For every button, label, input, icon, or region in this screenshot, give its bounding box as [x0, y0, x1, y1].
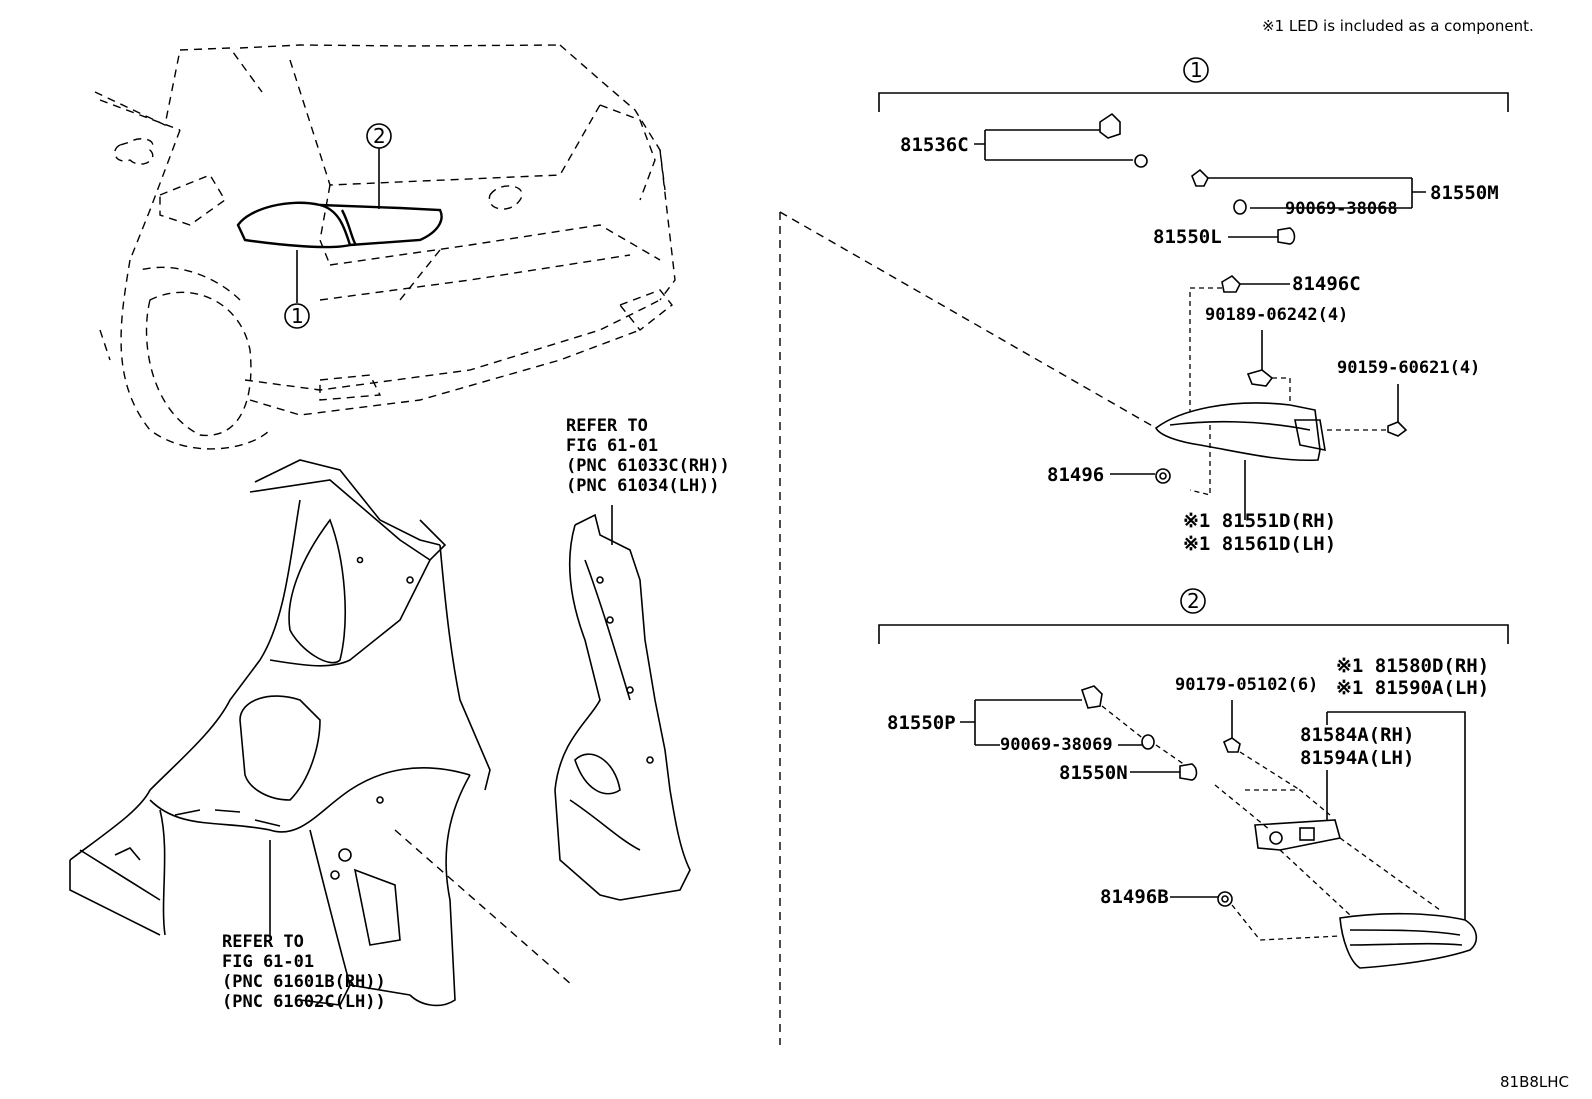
group-1: 1 81536C 81550M 90069-38068 81550L 81496… [878, 57, 1509, 555]
ref-upper-line3: (PNC 61033C(RH)) [566, 456, 730, 476]
rear-lamp-81580D [1339, 912, 1478, 969]
label-90069-38068: 90069-38068 [1285, 199, 1398, 219]
label-81551D: ※1 81551D(RH) [1183, 510, 1336, 532]
callout-2-number: 2 [373, 124, 386, 148]
callout-circle-1 [284, 303, 310, 329]
group-2-bracket [878, 624, 1509, 644]
label-90179-05102: 90179-05102(6) [1175, 675, 1318, 695]
car-rear-illustration: 2 1 [94, 44, 676, 450]
ref-lower-line1: REFER TO [222, 932, 304, 952]
lamp-bracket-81584A [1254, 819, 1342, 851]
label-90189-06242: 90189-06242(4) [1205, 305, 1348, 325]
label-90069-38069: 90069-38069 [1000, 735, 1113, 755]
label-81594A: 81594A(LH) [1300, 747, 1414, 769]
inner-pillar-illustration [554, 505, 691, 901]
ref-upper-line2: FIG 61-01 [566, 436, 658, 456]
reference-lower: REFER TO FIG 61-01 (PNC 61601B(RH)) (PNC… [222, 932, 386, 1012]
callout-circle-2 [366, 123, 392, 149]
rear-lamp-outline-2 [319, 203, 443, 247]
label-81550M: 81550M [1430, 182, 1499, 204]
figure-code: 81B8LHC [1500, 1073, 1569, 1091]
ref-lower-line3: (PNC 61601B(RH)) [222, 972, 386, 992]
label-90159-60621: 90159-60621(4) [1337, 358, 1480, 378]
label-81536C: 81536C [900, 134, 969, 156]
label-81496C: 81496C [1292, 273, 1361, 295]
rear-lamp-81551D [1154, 402, 1321, 462]
label-81590A: ※1 81590A(LH) [1336, 677, 1489, 699]
callout-1-number: 1 [291, 304, 304, 328]
rear-lamp-outline-1 [236, 201, 352, 249]
quarter-panel-illustration [69, 459, 573, 1007]
label-81580D: ※1 81580D(RH) [1336, 655, 1489, 677]
label-81561D: ※1 81561D(LH) [1183, 533, 1336, 555]
group-2-marker-circle [1180, 588, 1206, 614]
label-81496B: 81496B [1100, 886, 1169, 908]
ref-lower-line2: FIG 61-01 [222, 952, 314, 972]
ref-lower-line4: (PNC 61602C(LH)) [222, 992, 386, 1012]
label-81496: 81496 [1047, 464, 1104, 486]
ref-upper-line4: (PNC 61034(LH)) [566, 476, 720, 496]
label-81584A: 81584A(RH) [1300, 724, 1414, 746]
group-1-marker: 1 [1190, 58, 1203, 82]
group-2-marker: 2 [1187, 589, 1200, 613]
group-1-bracket [878, 92, 1509, 112]
label-81550P: 81550P [887, 712, 956, 734]
label-81550N: 81550N [1059, 762, 1128, 784]
component-note: ※1 LED is included as a component. [1262, 17, 1534, 35]
group-2: 2 ※1 81580D(RH) ※1 81590A(LH) 90179-0510… [878, 588, 1509, 969]
group-1-marker-circle [1183, 57, 1209, 83]
ref-upper-line1: REFER TO [566, 416, 648, 436]
label-81550L: 81550L [1153, 226, 1222, 248]
reference-upper: REFER TO FIG 61-01 (PNC 61033C(RH)) (PNC… [566, 416, 730, 496]
